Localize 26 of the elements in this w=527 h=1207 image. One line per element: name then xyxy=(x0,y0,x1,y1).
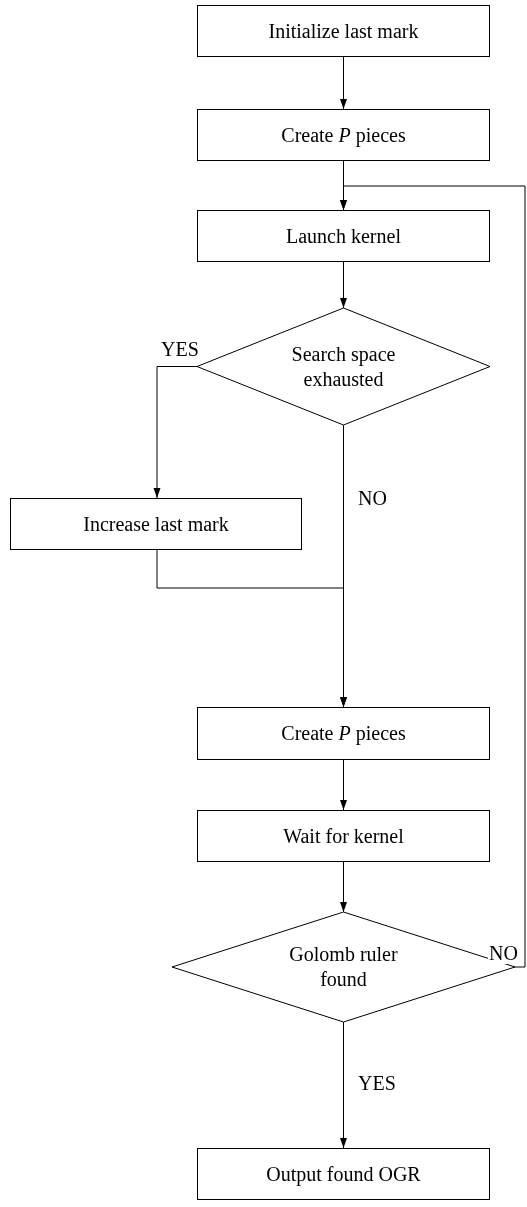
node-label: Wait for kernel xyxy=(283,823,404,849)
process-box xyxy=(197,210,490,262)
arrow xyxy=(340,759,347,811)
arrow xyxy=(156,549,347,708)
arrow xyxy=(340,56,347,110)
node-label: Initialize last mark xyxy=(268,18,419,44)
node-label: Launch kernel xyxy=(286,223,401,249)
process-box xyxy=(10,498,302,550)
arrow xyxy=(340,1021,347,1149)
process-box xyxy=(197,707,490,760)
node-label: Search space exhausted xyxy=(290,341,397,392)
decision-diamond xyxy=(196,307,491,426)
arrow xyxy=(153,366,198,499)
arrow xyxy=(340,861,347,913)
node-label: Increase last mark xyxy=(83,511,229,537)
node-label: Create P pieces xyxy=(281,122,406,148)
node-label: Output found OGR xyxy=(266,1161,421,1187)
arrow xyxy=(340,185,526,968)
arrow xyxy=(340,261,347,309)
process-box xyxy=(197,1148,490,1200)
decision-diamond xyxy=(171,911,516,1023)
process-box xyxy=(197,810,490,862)
node-label: Create P pieces xyxy=(281,721,406,746)
process-box xyxy=(197,109,490,161)
node-label: Golomb ruler found xyxy=(288,942,399,992)
process-box xyxy=(197,5,490,57)
